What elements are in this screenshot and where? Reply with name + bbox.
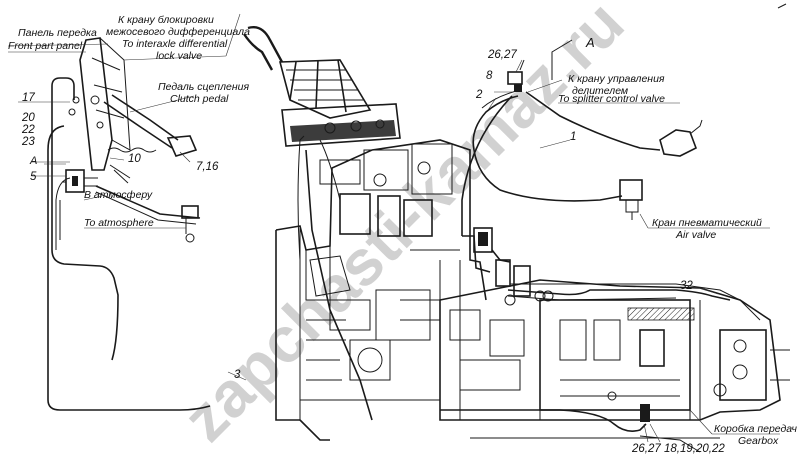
engine-block	[275, 135, 487, 441]
air-valve-label-ru: Кран пневматический	[652, 217, 762, 229]
callout-26-27-top: 26,27	[487, 49, 517, 61]
watermark: zapchasti-kamaz.ru	[169, 0, 637, 455]
corner-mark	[777, 3, 787, 9]
callout-17: 17	[22, 92, 35, 104]
atmosphere-pipe	[95, 185, 201, 243]
callout-1: 1	[570, 131, 576, 143]
callout-23: 23	[21, 136, 35, 148]
lock-valve-label-en-1: To interaxle differential	[122, 38, 228, 50]
splitter-label-ru-2: делителем	[572, 85, 628, 97]
front-panel-label-ru: Панель передка	[18, 27, 97, 39]
callout-26-27-bottom: 26,27	[631, 443, 661, 455]
callout-20: 20	[21, 112, 35, 124]
leader-lines	[7, 13, 780, 443]
front-panel-label-en: Front part panel	[8, 40, 83, 52]
callout-32: 32	[680, 280, 693, 292]
callout-10: 10	[128, 153, 141, 165]
valve-bracket	[462, 227, 546, 302]
splitter-label-en: To splitter control valve	[558, 93, 665, 105]
gearbox	[439, 279, 790, 453]
gearbox-label-en: Gearbox	[738, 435, 779, 447]
lock-valve-label-ru-1: К крану блокировки	[118, 14, 214, 26]
callout-7-16: 7,16	[196, 161, 219, 173]
atmosphere-label-en: To atmosphere	[84, 217, 154, 229]
lock-valve-label-ru-2: межосевого дифференциала	[106, 26, 250, 38]
gearbox-label-ru: Коробка передач	[714, 423, 797, 435]
callout-3: 3	[234, 369, 241, 381]
air-valve-assembly	[461, 59, 703, 236]
view-a-label: A	[585, 35, 595, 50]
callout-18-19-20-22: 18,19,20,22	[664, 443, 725, 455]
atmosphere-label-ru: В атмосферу	[84, 189, 153, 201]
air-valve-label-en: Air valve	[675, 229, 716, 241]
section-a-label: A	[29, 155, 37, 167]
callout-22: 22	[21, 124, 35, 136]
splitter-label-ru-1: К крану управления	[568, 73, 665, 85]
lock-valve-label-en-2: lock valve	[156, 50, 202, 62]
clutch-pedal-label-en: Clutch pedal	[170, 93, 229, 105]
front-panel-assembly	[62, 37, 198, 193]
clutch-pedal-label-ru: Педаль сцепления	[158, 81, 249, 93]
gear-lever-assembly	[243, 26, 401, 147]
clutch-pipe-line	[47, 77, 211, 411]
callout-8: 8	[486, 70, 493, 82]
callout-5: 5	[30, 171, 37, 183]
callout-numbers: 17 20 22 23 5 10 7,16 26,27 8 2 1 32 3 2…	[21, 49, 725, 455]
callout-2: 2	[475, 89, 483, 101]
text-labels: Панель передка Front part panel К крану …	[8, 14, 797, 447]
